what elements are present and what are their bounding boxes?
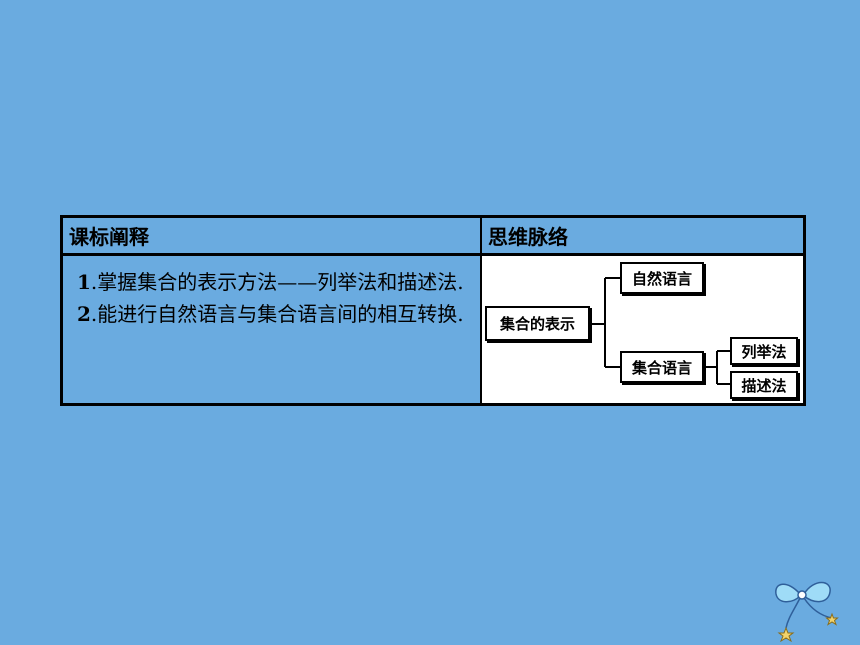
- objective-2: 2.能进行自然语言与集合语言间的相互转换.: [77, 298, 470, 330]
- objective-2-number: 2: [77, 302, 91, 326]
- mindmap-connectors: [592, 277, 730, 385]
- content-table: 课标阐释 思维脉络 1.掌握集合的表示方法——列举法和描述法. 2.能进行自然语…: [60, 215, 806, 406]
- objectives-cell: 1.掌握集合的表示方法——列举法和描述法. 2.能进行自然语言与集合语言间的相互…: [63, 256, 482, 403]
- header-mindmap: 思维脉络: [482, 218, 803, 256]
- mindmap-leaf-enumeration: 列举法: [730, 337, 798, 365]
- header-objectives: 课标阐释: [63, 218, 482, 256]
- objective-2-text: .能进行自然语言与集合语言间的相互转换.: [90, 302, 464, 326]
- mindmap-branch-natural-language: 自然语言: [620, 262, 704, 294]
- objective-1-number: 1: [77, 270, 91, 294]
- mindmap-branch-set-language: 集合语言: [620, 351, 704, 383]
- objective-1-text: .掌握集合的表示方法——列举法和描述法.: [90, 270, 464, 294]
- objective-1: 1.掌握集合的表示方法——列举法和描述法.: [77, 266, 470, 298]
- mindmap-cell: 集合的表示 自然语言 集合语言 列举法 描述法: [482, 256, 803, 403]
- mindmap-root: 集合的表示: [485, 306, 590, 341]
- ribbon-bow-icon: [775, 581, 839, 642]
- mindmap-leaf-description: 描述法: [730, 371, 798, 399]
